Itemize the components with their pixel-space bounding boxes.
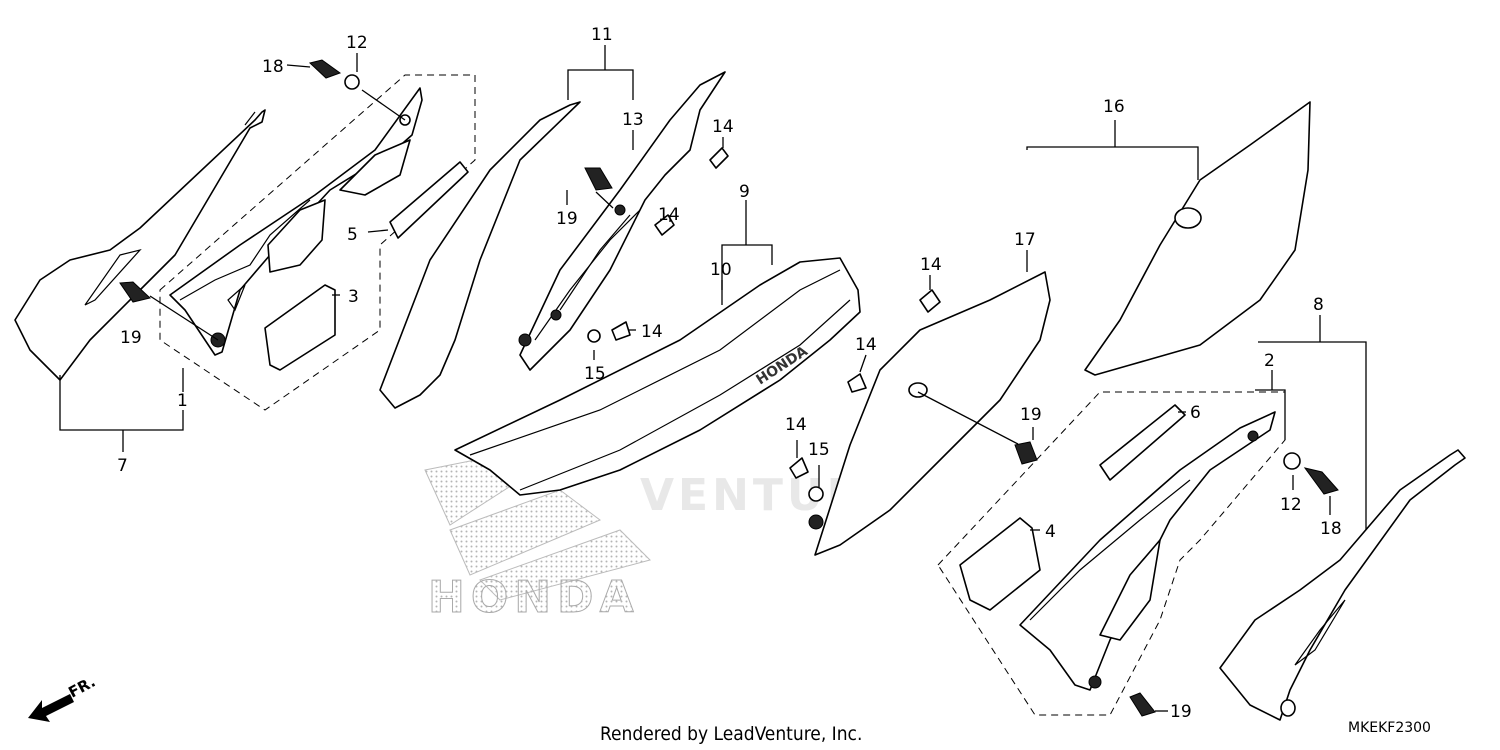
- callout-14: 14: [712, 117, 734, 137]
- leadventure-watermark: HONDA VENTURE: [424, 454, 895, 624]
- shroud-graphic-left: [14, 109, 266, 381]
- callout-14: 14: [658, 205, 680, 225]
- callout-19: 19: [1020, 405, 1042, 425]
- side-cover-17: [814, 271, 1051, 556]
- callout-15: 15: [808, 440, 830, 460]
- callout-14: 14: [855, 335, 877, 355]
- callout-18: 18: [1320, 519, 1342, 539]
- callout-3: 3: [348, 287, 359, 307]
- callout-15: 15: [584, 364, 606, 384]
- pad-4: [959, 517, 1041, 611]
- rendered-by-credit: Rendered by LeadVenture, Inc.: [600, 723, 862, 745]
- assembly-outline-right: [937, 391, 1286, 716]
- callout-10: 10: [710, 260, 732, 280]
- callout-19: 19: [1170, 702, 1192, 722]
- callout-19: 19: [120, 328, 142, 348]
- callout-18: 18: [262, 57, 284, 77]
- callout-14: 14: [920, 255, 942, 275]
- callout-11: 11: [591, 25, 613, 45]
- callout-4: 4: [1045, 522, 1056, 542]
- side-cover-13: [519, 71, 726, 371]
- pad-3: [264, 284, 336, 371]
- graphic-16: [1084, 101, 1311, 376]
- shroud-graphic-right: [1219, 449, 1466, 721]
- callout-8: 8: [1313, 295, 1324, 315]
- callout-14: 14: [785, 415, 807, 435]
- callout-17: 17: [1014, 230, 1036, 250]
- callout-5: 5: [347, 225, 358, 245]
- callout-2: 2: [1264, 351, 1275, 371]
- callout-12: 12: [1280, 495, 1302, 515]
- shroud-left: [169, 87, 423, 356]
- callout-12: 12: [346, 33, 368, 53]
- callout-19: 19: [556, 209, 578, 229]
- shroud-right: [1019, 411, 1276, 691]
- callout-16: 16: [1103, 97, 1125, 117]
- watermark-brand: HONDA: [428, 572, 640, 623]
- pad-5: [389, 161, 469, 239]
- assembly-outline-left: [159, 74, 476, 411]
- callout-9: 9: [739, 182, 750, 202]
- pad-6: [1099, 404, 1186, 481]
- leader-lines: [59, 45, 1367, 712]
- front-direction-arrow: FR.: [28, 673, 98, 722]
- callout-13: 13: [622, 110, 644, 130]
- callout-14: 14: [641, 322, 663, 342]
- callout-6: 6: [1190, 403, 1201, 423]
- hardware: [119, 59, 1339, 717]
- diagram-code: MKEKF2300: [1348, 720, 1431, 736]
- side-cover-11: [379, 101, 581, 409]
- callout-7: 7: [117, 456, 128, 476]
- callout-1: 1: [177, 391, 188, 411]
- callout-labels: 18 12 19 1 7 5 3 11 13 19 14 14 9 10 14 …: [117, 25, 1342, 722]
